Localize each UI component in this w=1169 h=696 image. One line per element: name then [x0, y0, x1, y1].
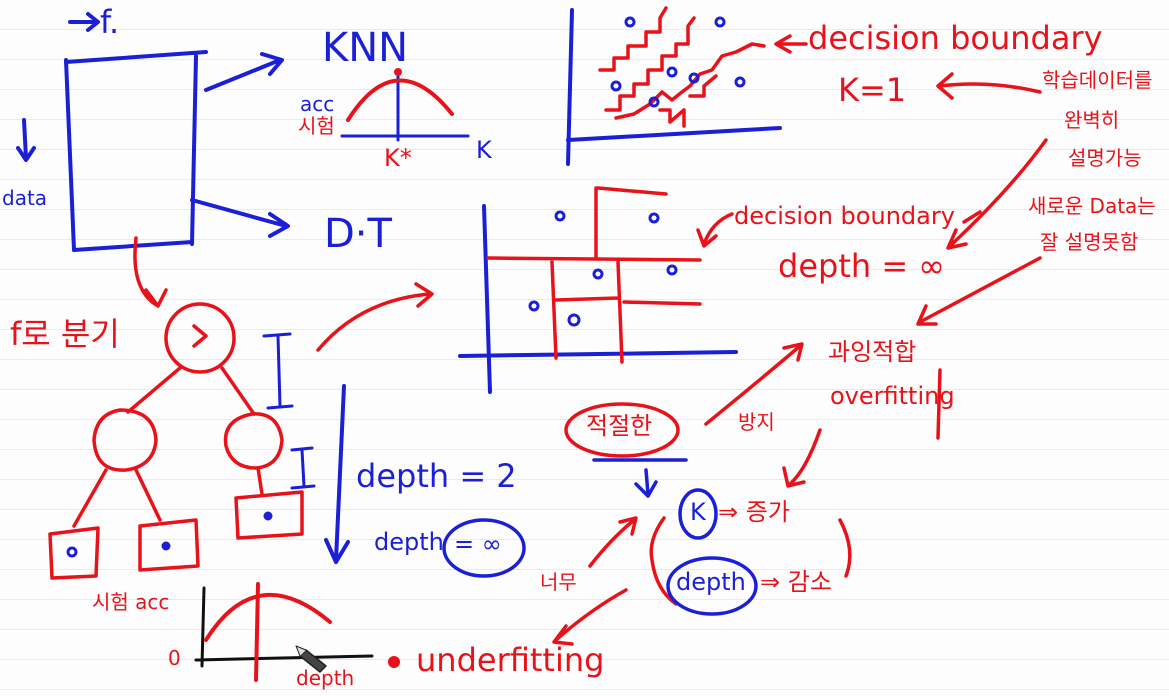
depth-decrease-label: ⇒ 감소	[760, 568, 832, 596]
overfit-arrows	[916, 72, 1048, 440]
k-axis-label: K	[476, 136, 492, 164]
knn-accuracy-plot	[340, 68, 470, 142]
k-increase-label: ⇒ 증가	[718, 498, 790, 526]
decision-boundary-label-1: decision boundary	[808, 19, 1103, 57]
knn-acc-label: acc	[300, 92, 335, 116]
depth-axis-label: depth	[296, 666, 355, 690]
depth-inf-circle	[442, 518, 526, 578]
sihum-acc-label: 시험 acc	[92, 590, 170, 614]
depth-arrow	[324, 384, 350, 564]
knn-label: KNN	[322, 25, 409, 71]
knn-boundary-plot	[566, 6, 808, 166]
tree-level-markers	[66, 332, 316, 558]
depth-2-label: depth = 2	[356, 457, 517, 495]
k-increase-k: K	[690, 498, 706, 526]
korean-note-1-line1: 학습데이터를	[1042, 68, 1153, 92]
depth-inf-blue-value: = ∞	[454, 530, 502, 558]
decision-boundary-label-2: decision boundary	[734, 202, 955, 230]
korean-note-1-line2: 완벽히	[1064, 108, 1120, 132]
zero-axis-label: 0	[168, 646, 181, 670]
k-star-label: K*	[384, 144, 412, 172]
korean-note-2-line2: 잘 설명못함	[1040, 230, 1139, 254]
knn-sihum-label: 시험	[298, 114, 335, 138]
tree-diagram	[48, 236, 434, 580]
k-equals-1-label: K=1	[838, 71, 907, 109]
overfitting-label: overfitting	[830, 382, 955, 410]
dt-label: D·T	[324, 211, 392, 257]
depth-inf-blue-word: depth	[374, 528, 444, 556]
depth-accuracy-plot	[194, 582, 400, 682]
data-label: data	[2, 186, 48, 210]
dt-boundary-plot	[458, 186, 738, 394]
pen-cursor	[295, 645, 327, 673]
underfitting-label: underfitting	[416, 641, 605, 679]
depth-inf-red-label: depth = ∞	[778, 247, 945, 285]
overfit-korean-label: 과잉적합	[828, 338, 917, 366]
data-box-strokes	[16, 12, 290, 252]
appropriate-cluster	[552, 342, 852, 646]
f-top-label: f.	[100, 3, 120, 41]
korean-note-1-line3: 설명가능	[1068, 146, 1142, 170]
appropriate-label: 적절한	[586, 412, 653, 440]
korean-note-2-line1: 새로운 Data는	[1028, 194, 1156, 218]
depth-decrease-word: depth	[676, 568, 746, 596]
f-branch-label: f로 분기	[10, 315, 120, 353]
too-much-label: 너무	[540, 570, 577, 594]
prevent-label: 방지	[738, 410, 775, 434]
